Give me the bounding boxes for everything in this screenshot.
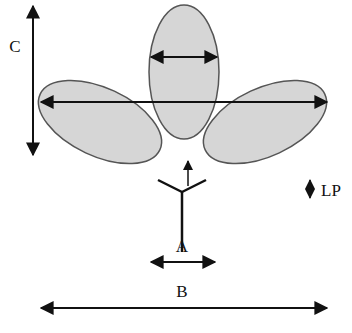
dimension-label: A [176,238,188,255]
dimension-arrows [33,6,327,308]
dimension-label: B [176,283,187,300]
leaflets [26,5,339,181]
dimension-label: LP [321,182,341,199]
dimension-label: C [9,38,20,55]
